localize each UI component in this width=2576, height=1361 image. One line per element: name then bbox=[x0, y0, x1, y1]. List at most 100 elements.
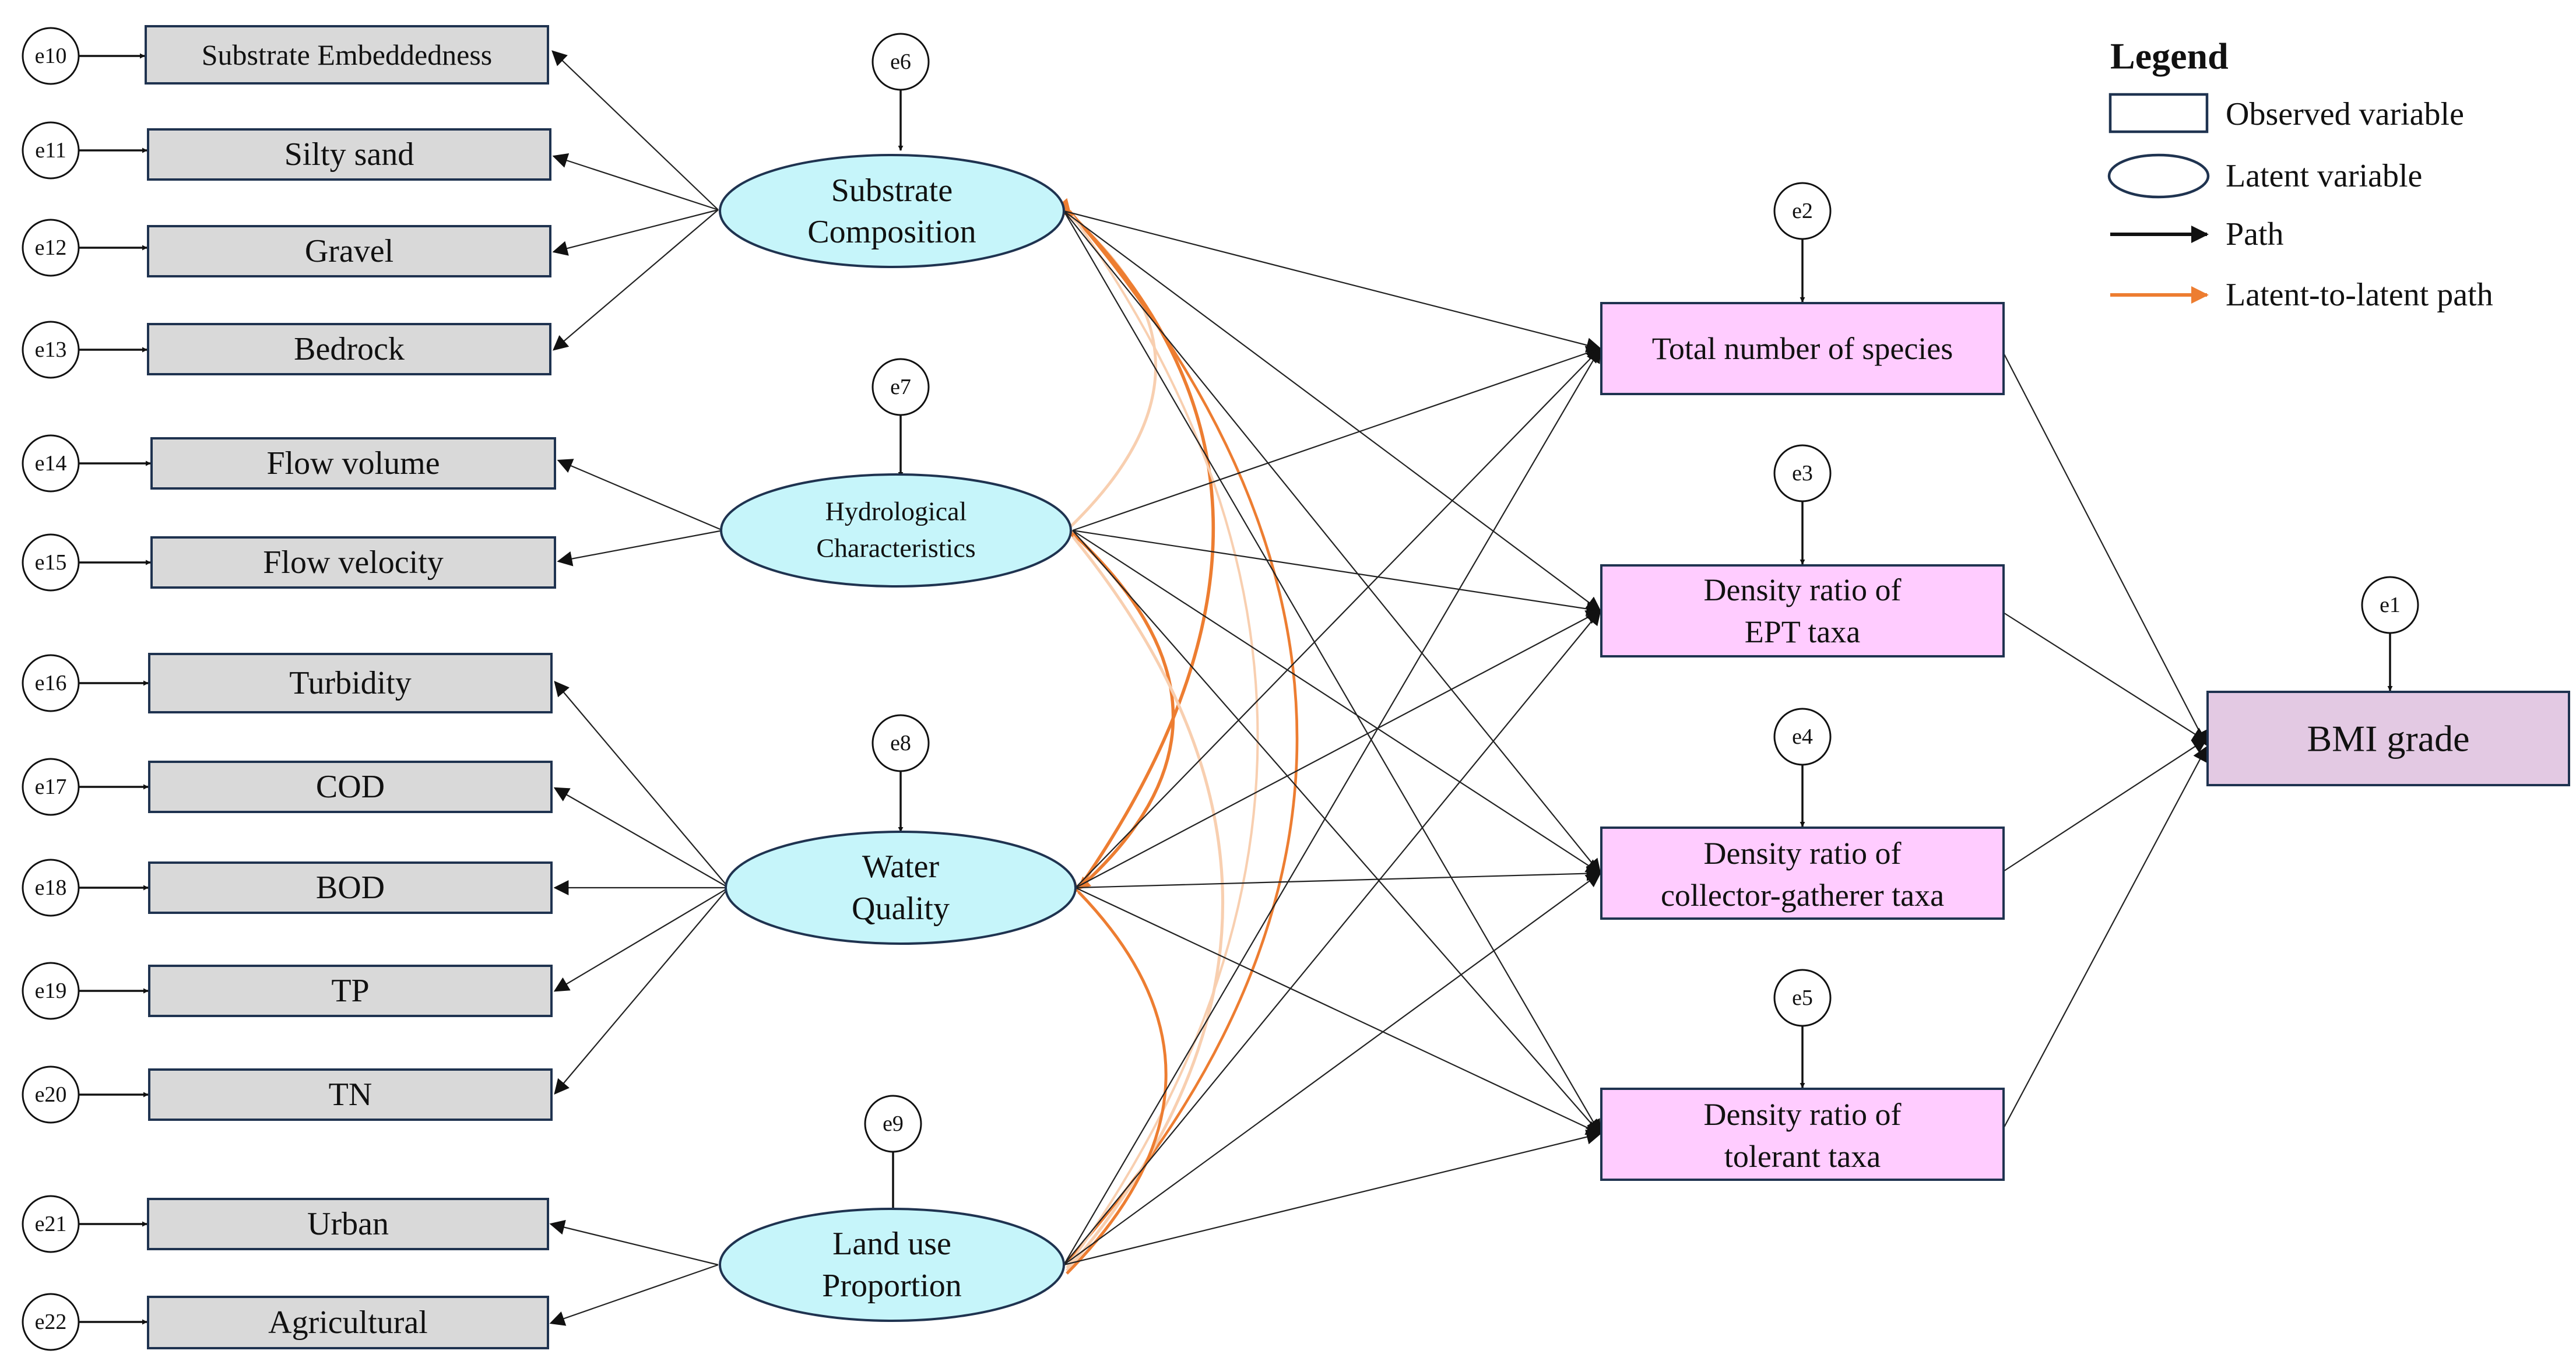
error-e13: e13 bbox=[22, 321, 80, 379]
outcome-bmi-grade: BMI grade bbox=[2206, 691, 2570, 786]
svg-text:Characteristics: Characteristics bbox=[816, 533, 975, 563]
svg-text:Total number of species: Total number of species bbox=[1652, 331, 1953, 366]
svg-text:e7: e7 bbox=[890, 375, 911, 399]
measurement-paths bbox=[549, 50, 729, 1326]
error-e15: e15 bbox=[22, 533, 80, 592]
svg-text:e18: e18 bbox=[35, 875, 67, 900]
svg-text:Hydrological: Hydrological bbox=[825, 497, 967, 526]
svg-text:e22: e22 bbox=[35, 1310, 67, 1334]
observed-flow-volume: Flow volume bbox=[150, 437, 556, 490]
legend-latent-path-label: Latent-to-latent path bbox=[2226, 277, 2493, 313]
svg-text:e9: e9 bbox=[883, 1112, 904, 1136]
indicator-total-number-of-species: Total number of species bbox=[1600, 302, 2005, 395]
error-e6: e6 bbox=[871, 33, 930, 91]
observed-silty-sand: Silty sand bbox=[147, 128, 551, 181]
svg-text:Urban: Urban bbox=[307, 1206, 389, 1242]
svg-text:collector-gatherer taxa: collector-gatherer taxa bbox=[1661, 878, 1944, 913]
error-e2: e2 bbox=[1773, 182, 1832, 240]
observed-variables: Substrate Embeddedness Silty sand Gravel… bbox=[145, 25, 556, 1349]
svg-text:Bedrock: Bedrock bbox=[294, 331, 405, 367]
observed-bod: BOD bbox=[148, 861, 553, 914]
svg-text:e3: e3 bbox=[1792, 461, 1813, 486]
svg-text:TP: TP bbox=[331, 973, 369, 1009]
observed-flow-velocity: Flow velocity bbox=[150, 536, 556, 589]
legend-observed-label: Observed variable bbox=[2226, 96, 2464, 132]
error-e11: e11 bbox=[22, 121, 80, 180]
svg-text:EPT taxa: EPT taxa bbox=[1745, 614, 1860, 649]
cov-substrate-water bbox=[1057, 200, 1215, 890]
observed-tp: TP bbox=[148, 965, 553, 1017]
observed-agricultural: Agricultural bbox=[147, 1296, 549, 1349]
observed-bedrock: Bedrock bbox=[147, 323, 551, 375]
latent-land-use-proportion: Land use Proportion bbox=[719, 1208, 1065, 1322]
svg-text:Flow volume: Flow volume bbox=[266, 445, 440, 481]
error-e10: e10 bbox=[22, 27, 80, 85]
svg-text:BOD: BOD bbox=[316, 870, 385, 906]
svg-text:e16: e16 bbox=[35, 671, 67, 695]
error-e16: e16 bbox=[22, 654, 80, 712]
latent-error-terms: e6 e7 e8 e9 bbox=[864, 33, 930, 1153]
legend-path-label: Path bbox=[2226, 216, 2284, 252]
svg-text:Substrate: Substrate bbox=[831, 173, 953, 209]
svg-text:e19: e19 bbox=[35, 979, 67, 1003]
observed-substrate-embeddedness: Substrate Embeddedness bbox=[145, 25, 549, 85]
indicator-density-ratio-ept: Density ratio of EPT taxa bbox=[1600, 564, 2005, 657]
svg-text:Silty sand: Silty sand bbox=[284, 136, 414, 173]
structural-paths bbox=[1063, 210, 2208, 1266]
svg-text:e11: e11 bbox=[35, 138, 66, 163]
error-e12: e12 bbox=[22, 219, 80, 277]
svg-text:Gravel: Gravel bbox=[305, 233, 393, 269]
svg-text:e6: e6 bbox=[890, 50, 911, 74]
error-e1: e1 bbox=[2361, 576, 2419, 634]
svg-text:e15: e15 bbox=[35, 550, 67, 575]
legend-observed-swatch bbox=[2108, 93, 2209, 133]
latent-substrate-composition: Substrate Composition bbox=[719, 154, 1065, 268]
svg-text:Agricultural: Agricultural bbox=[268, 1304, 428, 1341]
legend-latent-swatch bbox=[2107, 153, 2210, 199]
legend-title: Legend bbox=[2110, 36, 2229, 77]
observed-urban: Urban bbox=[147, 1198, 549, 1250]
svg-text:tolerant taxa: tolerant taxa bbox=[1724, 1139, 1881, 1174]
error-e21: e21 bbox=[22, 1195, 80, 1253]
svg-text:e12: e12 bbox=[35, 235, 67, 260]
legend-latent-label: Latent variable bbox=[2226, 158, 2422, 194]
svg-text:e10: e10 bbox=[35, 44, 67, 68]
observed-error-terms: e10 e11 e12 e13 e14 e15 e16 e17 e18 e19 … bbox=[22, 27, 80, 1351]
svg-text:Land use: Land use bbox=[832, 1226, 951, 1262]
error-e9: e9 bbox=[864, 1095, 922, 1153]
latent-hydrological-characteristics: Hydrological Characteristics bbox=[720, 473, 1072, 588]
cov-water-landuse bbox=[1066, 879, 1168, 1275]
svg-text:Turbidity: Turbidity bbox=[289, 665, 412, 701]
svg-text:e20: e20 bbox=[35, 1082, 67, 1107]
svg-text:e8: e8 bbox=[890, 731, 911, 755]
svg-text:TN: TN bbox=[329, 1077, 372, 1113]
svg-text:e17: e17 bbox=[35, 775, 67, 799]
svg-text:e14: e14 bbox=[35, 451, 67, 476]
svg-text:Density ratio of: Density ratio of bbox=[1704, 836, 1902, 871]
observed-tn: TN bbox=[148, 1068, 553, 1121]
error-e14: e14 bbox=[22, 434, 80, 493]
observed-cod: COD bbox=[148, 761, 553, 813]
observed-gravel: Gravel bbox=[147, 225, 551, 277]
error-e18: e18 bbox=[22, 859, 80, 917]
indicator-variables: Total number of species Density ratio of… bbox=[1600, 302, 2005, 1181]
error-e19: e19 bbox=[22, 962, 80, 1020]
error-e22: e22 bbox=[22, 1293, 80, 1351]
error-e8: e8 bbox=[871, 714, 930, 772]
cov-substrate-landuse bbox=[1057, 198, 1299, 1266]
svg-text:Flow velocity: Flow velocity bbox=[263, 544, 444, 581]
svg-text:Proportion: Proportion bbox=[822, 1268, 962, 1304]
indicator-error-terms: e2 e3 e4 e5 e1 bbox=[1773, 182, 2419, 1027]
latent-variables: Substrate Composition Hydrological Chara… bbox=[719, 154, 1077, 1322]
error-e20: e20 bbox=[22, 1065, 80, 1124]
error-e3: e3 bbox=[1773, 444, 1832, 502]
error-e17: e17 bbox=[22, 758, 80, 816]
error-e4: e4 bbox=[1773, 708, 1832, 766]
svg-text:BMI grade: BMI grade bbox=[2307, 718, 2469, 759]
error-paths bbox=[78, 53, 2393, 1325]
svg-text:Quality: Quality bbox=[852, 891, 950, 927]
svg-text:COD: COD bbox=[316, 769, 385, 805]
indicator-density-ratio-tolerant: Density ratio of tolerant taxa bbox=[1600, 1088, 2005, 1181]
svg-text:Density ratio of: Density ratio of bbox=[1704, 572, 1902, 607]
